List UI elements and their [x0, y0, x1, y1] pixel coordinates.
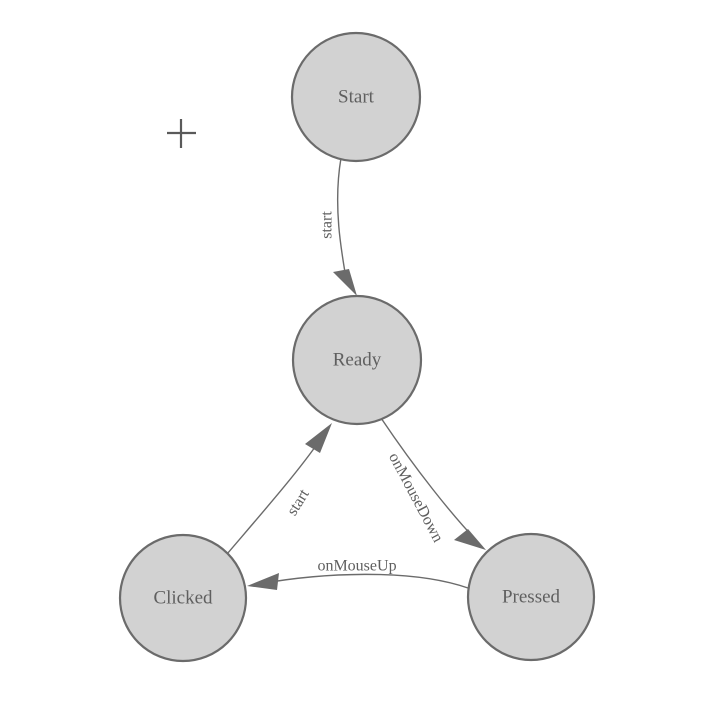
node-shape[interactable]: [291, 294, 423, 426]
node-shape[interactable]: [290, 31, 422, 163]
edge-label-start-to-ready: start: [319, 211, 336, 239]
edge-pressed-to-clicked[interactable]: onMouseUp: [247, 558, 469, 590]
arrowhead-icon: [333, 269, 357, 296]
node-pressed[interactable]: Pressed: [466, 532, 596, 662]
edge-clicked-to-ready[interactable]: start: [226, 423, 332, 555]
edge-line[interactable]: [380, 417, 478, 542]
edge-label-clicked-to-ready: start: [284, 486, 313, 519]
crosshair-cursor-icon: [167, 119, 196, 148]
edge-start-to-ready[interactable]: start: [319, 157, 357, 296]
arrowhead-icon: [305, 423, 332, 453]
node-clicked[interactable]: Clicked: [118, 533, 248, 663]
edge-ready-to-pressed[interactable]: onMouseDown: [380, 417, 486, 550]
node-ready[interactable]: Ready: [291, 294, 423, 426]
edge-line[interactable]: [258, 573, 469, 589]
arrowhead-icon: [454, 529, 486, 550]
edge-label-pressed-to-clicked: onMouseUp: [317, 558, 396, 575]
edge-label-ready-to-pressed: onMouseDown: [385, 450, 446, 545]
edge-line[interactable]: [336, 157, 348, 285]
node-shape[interactable]: [118, 533, 248, 663]
arrowhead-icon: [247, 573, 279, 590]
node-shape[interactable]: [466, 532, 596, 662]
node-start[interactable]: Start: [290, 31, 422, 163]
edge-line[interactable]: [226, 439, 321, 555]
